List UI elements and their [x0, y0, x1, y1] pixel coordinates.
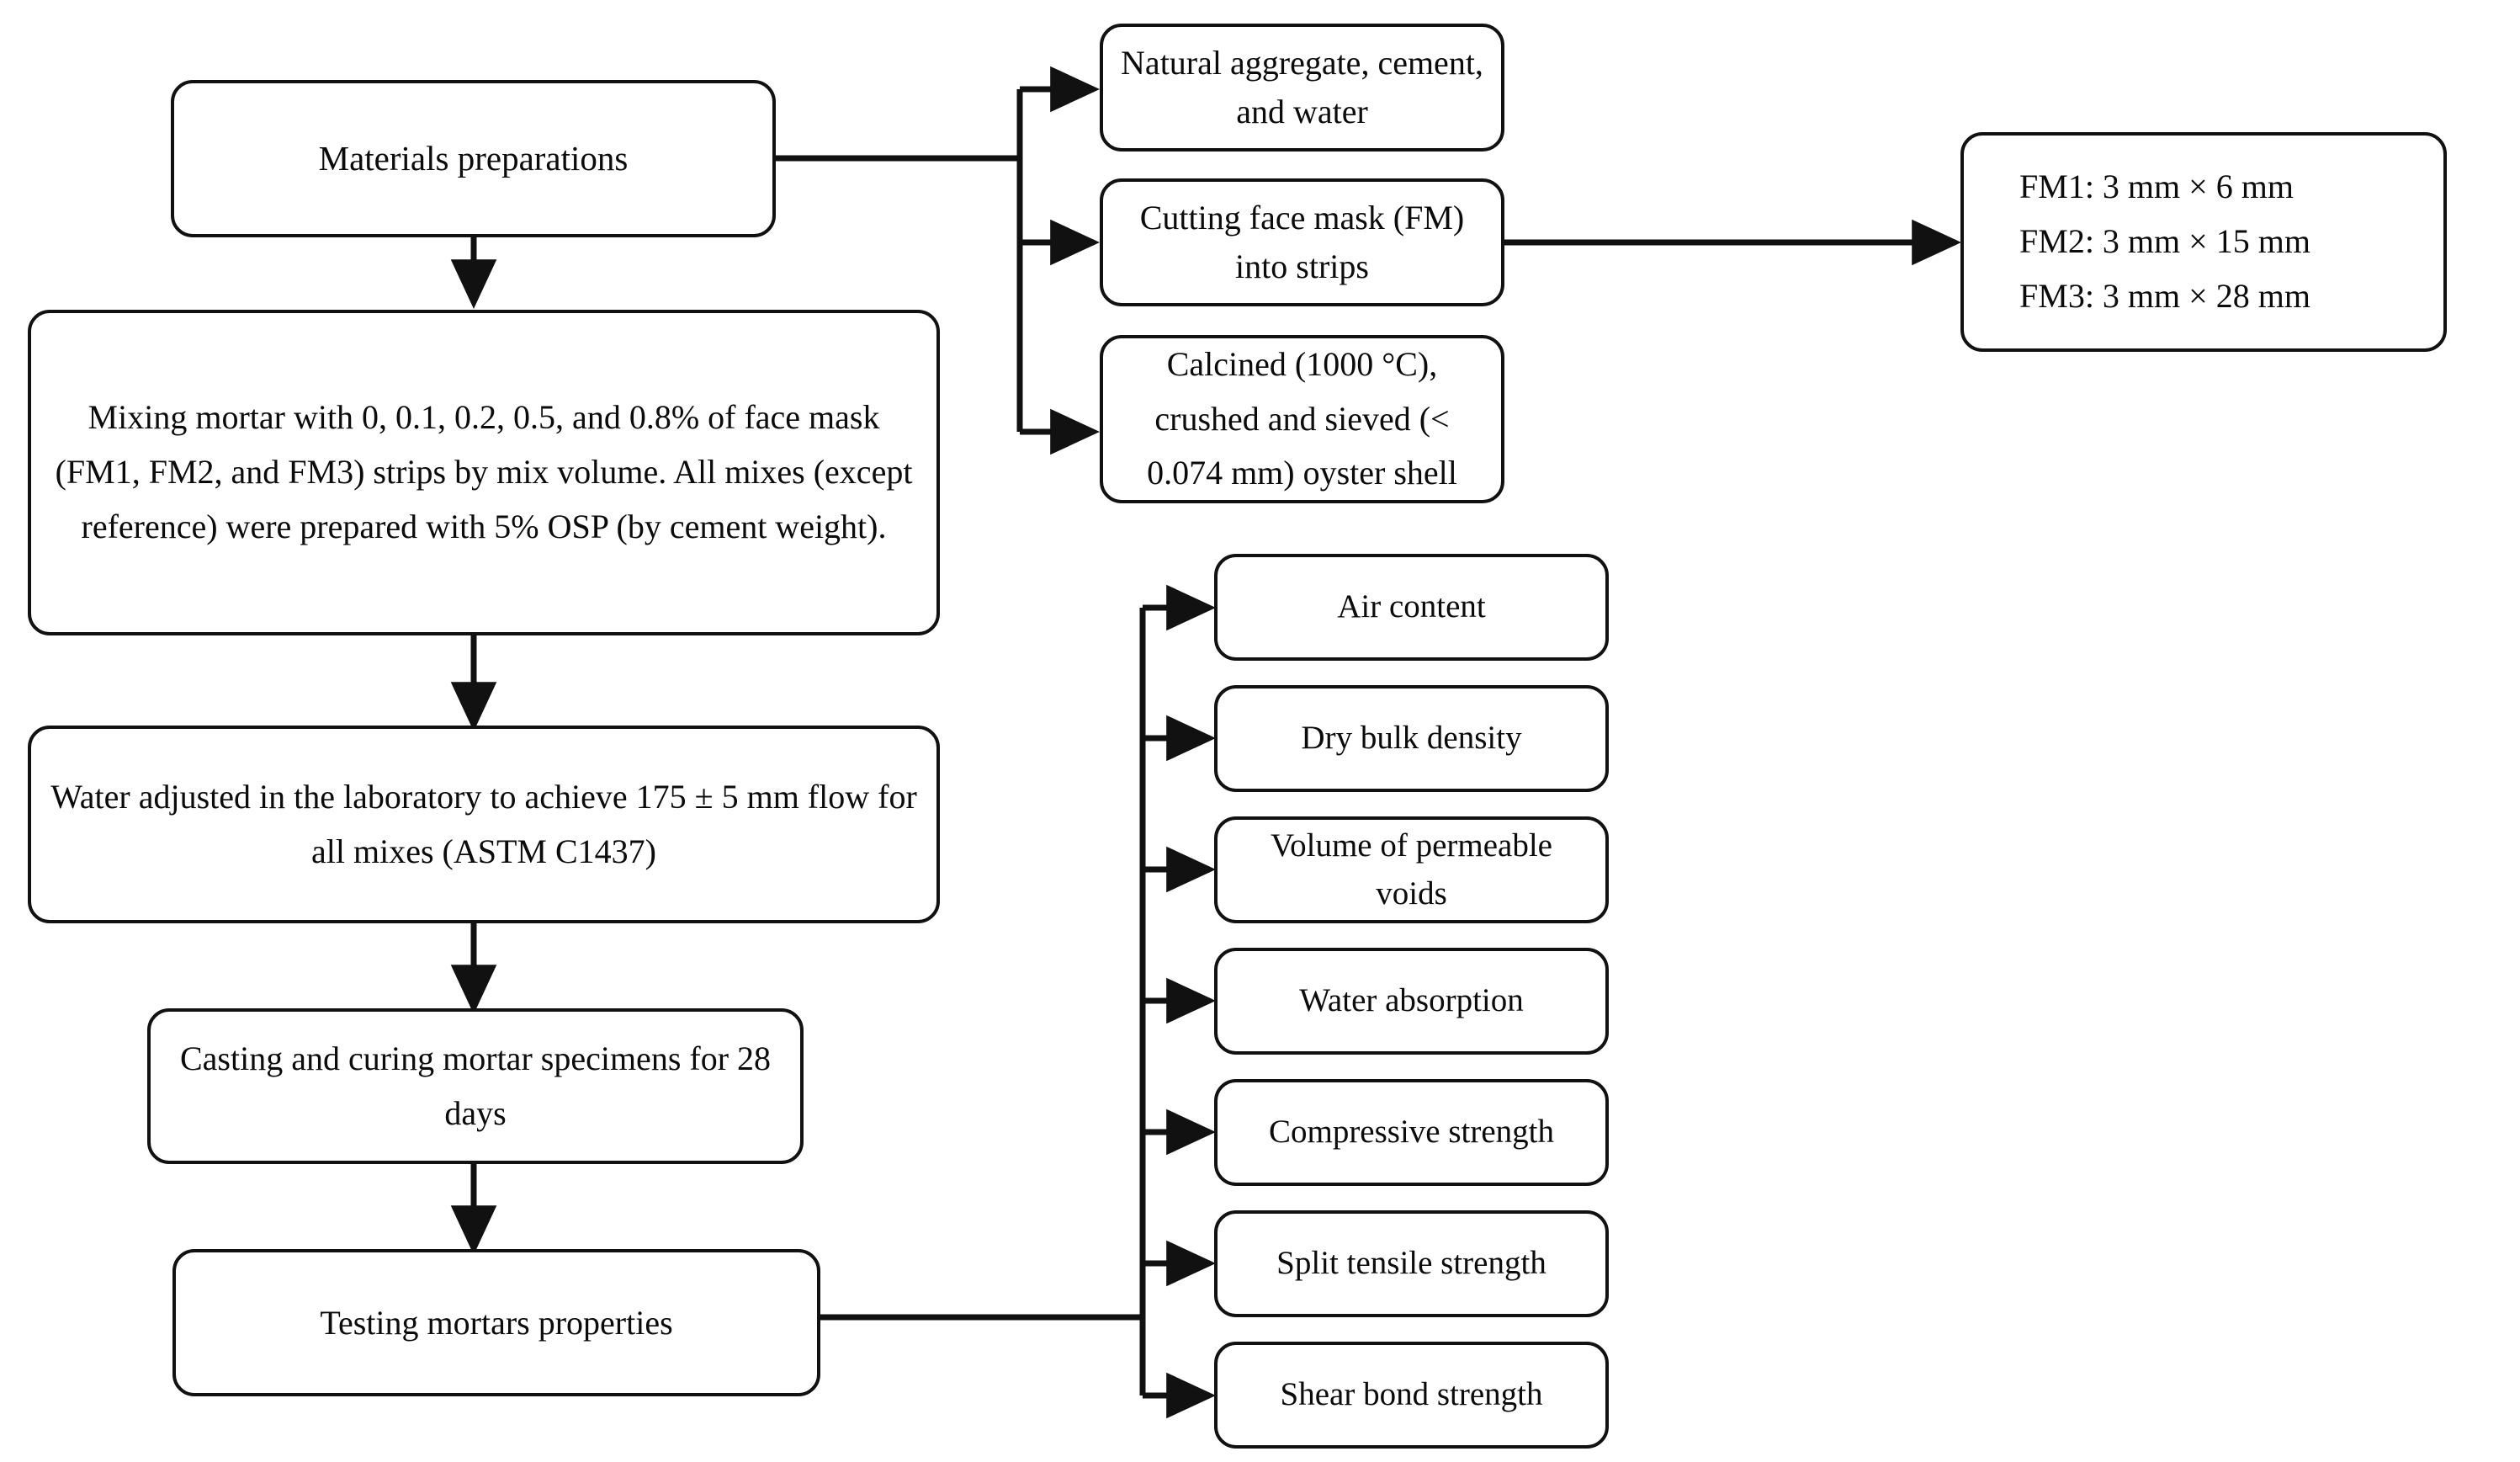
node-test-water-absorption[interactable]: Water absorption — [1214, 948, 1609, 1055]
node-test-split-tensile-strength[interactable]: Split tensile strength — [1214, 1210, 1609, 1317]
node-mixing-mortar-label: Mixing mortar with 0, 0.1, 0.2, 0.5, and… — [55, 398, 913, 545]
test-property-label-1: Dry bulk density — [1301, 720, 1522, 757]
test-property-label-3: Water absorption — [1299, 982, 1524, 1019]
test-property-label-5: Split tensile strength — [1276, 1245, 1546, 1282]
test-property-label-6: Shear bond strength — [1280, 1376, 1543, 1413]
node-test-air-content[interactable]: Air content — [1214, 554, 1609, 661]
node-materials-preparations[interactable]: Materials preparations — [171, 80, 776, 237]
node-testing-properties-label: Testing mortars properties — [320, 1303, 673, 1342]
node-test-permeable-voids[interactable]: Volume of permeable voids — [1214, 816, 1609, 923]
test-property-label-0: Air content — [1337, 588, 1486, 625]
fm-dimension-line-2: FM2: 3 mm × 15 mm — [2019, 222, 2310, 261]
node-water-adjusted-label: Water adjusted in the laboratory to achi… — [50, 777, 917, 870]
fm-dimension-line-1: FM1: 3 mm × 6 mm — [2019, 167, 2294, 206]
node-testing-properties[interactable]: Testing mortars properties — [172, 1249, 820, 1396]
node-casting-curing-label: Casting and curing mortar specimens for … — [179, 1039, 772, 1132]
node-water-adjusted[interactable]: Water adjusted in the laboratory to achi… — [28, 726, 940, 923]
node-cutting-face-mask[interactable]: Cutting face mask (FM) into strips — [1100, 178, 1504, 306]
fm-dimension-line-3: FM3: 3 mm × 28 mm — [2019, 276, 2310, 315]
node-mixing-mortar[interactable]: Mixing mortar with 0, 0.1, 0.2, 0.5, and… — [28, 310, 940, 635]
node-natural-aggregate[interactable]: Natural aggregate, cement, and water — [1100, 24, 1504, 152]
test-property-label-2: Volume of permeable voids — [1270, 827, 1552, 912]
node-natural-aggregate-label: Natural aggregate, cement, and water — [1121, 44, 1483, 130]
node-materials-preparations-label: Materials preparations — [318, 138, 629, 178]
node-test-dry-bulk-density[interactable]: Dry bulk density — [1214, 685, 1609, 792]
node-calcined-oyster-shell-label: Calcined (1000 °C), crushed and sieved (… — [1147, 344, 1457, 492]
node-test-compressive-strength[interactable]: Compressive strength — [1214, 1079, 1609, 1186]
node-casting-curing[interactable]: Casting and curing mortar specimens for … — [147, 1008, 804, 1164]
node-cutting-face-mask-label: Cutting face mask (FM) into strips — [1139, 199, 1465, 285]
node-calcined-oyster-shell[interactable]: Calcined (1000 °C), crushed and sieved (… — [1100, 335, 1504, 503]
node-test-shear-bond-strength[interactable]: Shear bond strength — [1214, 1342, 1609, 1449]
test-property-label-4: Compressive strength — [1268, 1114, 1555, 1151]
node-fm-dimensions[interactable]: FM1: 3 mm × 6 mm FM2: 3 mm × 15 mm FM3: … — [1960, 132, 2447, 352]
